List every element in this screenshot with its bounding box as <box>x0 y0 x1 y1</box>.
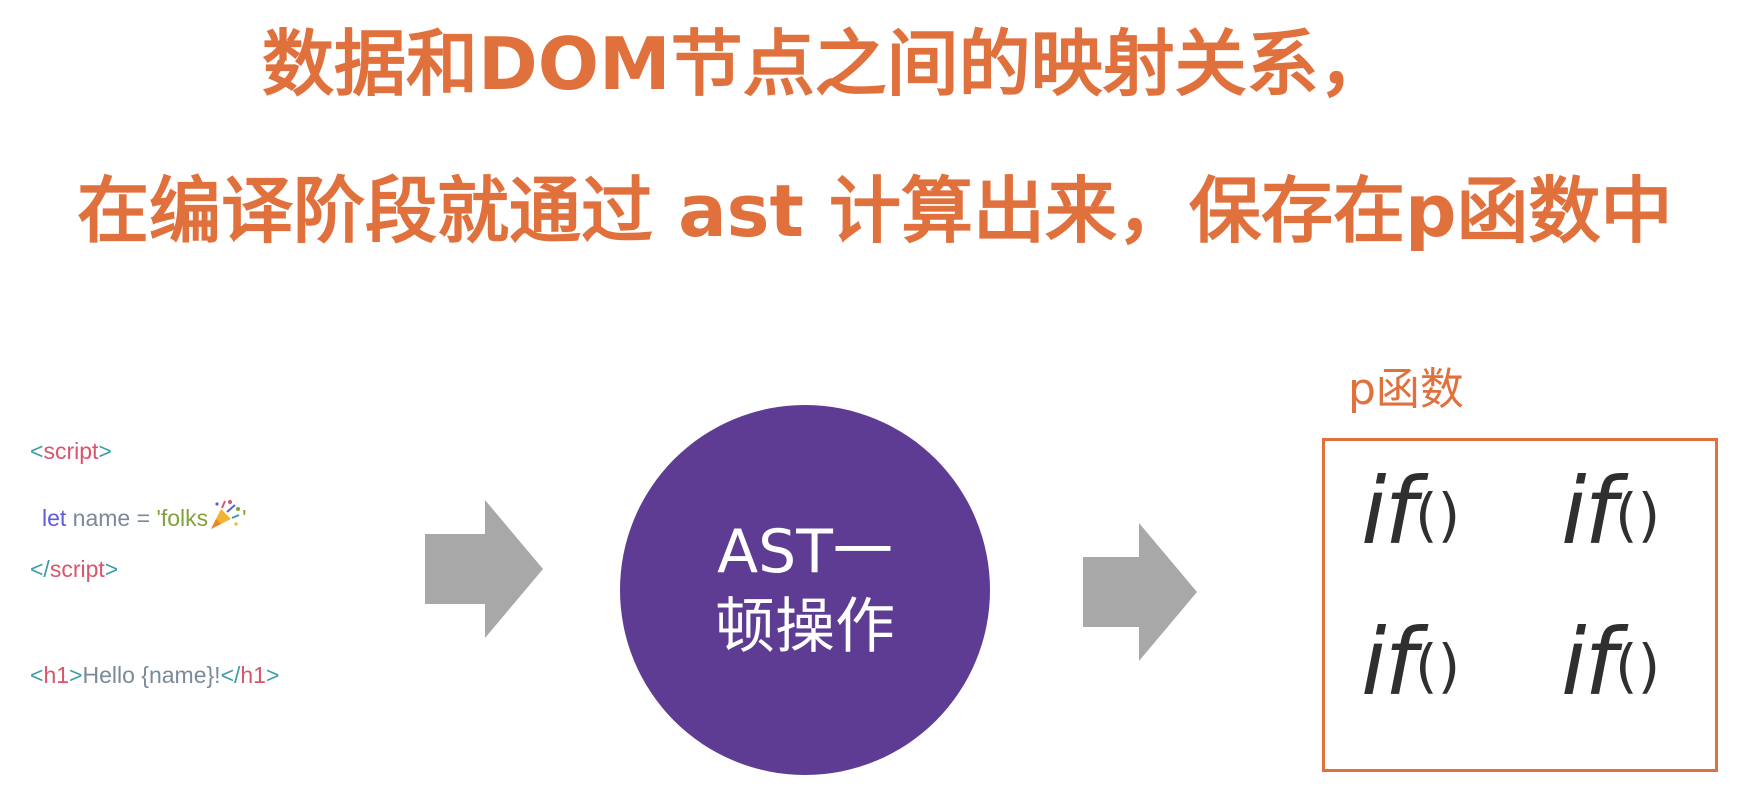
ast-circle-label: AST一 顿操作 <box>620 405 990 775</box>
if-keyword: if <box>1561 458 1617 565</box>
title-line-1: 数据和DOM节点之间的映射关系， <box>262 22 1391 106</box>
p-function-box: if() if() if() if() <box>1322 438 1718 772</box>
code-bracket: </ <box>30 556 50 582</box>
code-bracket: > <box>98 438 112 464</box>
if-statement: if() <box>1561 466 1660 558</box>
code-bracket: > <box>265 662 280 688</box>
code-identifier: name <box>66 505 137 531</box>
if-parens: () <box>1614 481 1661 549</box>
right-arrow-icon <box>425 500 543 638</box>
code-tag-name: h1 <box>43 662 70 688</box>
code-tag-name: h1 <box>240 662 266 688</box>
code-tag-name: script <box>49 556 105 582</box>
if-parens: () <box>1414 632 1461 700</box>
if-parens: () <box>1614 632 1661 700</box>
if-parens: () <box>1414 481 1461 549</box>
ast-label-line-2: 顿操作 <box>715 592 895 662</box>
code-line-script-open: <script> <box>30 438 112 465</box>
code-tag-name: script <box>43 438 99 464</box>
if-keyword: if <box>1361 458 1417 565</box>
if-keyword: if <box>1561 609 1617 716</box>
right-arrow-icon <box>1083 523 1197 661</box>
code-bracket: < <box>30 662 44 688</box>
code-line-let: let name = 'folks ' <box>42 498 247 532</box>
code-line-script-close: </script> <box>30 556 118 583</box>
ast-label-line-1: AST一 <box>717 517 893 587</box>
if-keyword: if <box>1361 609 1417 716</box>
code-keyword: let <box>42 505 67 531</box>
code-bracket: < <box>30 438 44 464</box>
code-bracket: </ <box>220 662 241 688</box>
title-line-2: 在编译阶段就通过 ast 计算出来，保存在p函数中 <box>77 169 1673 253</box>
code-operator: = <box>136 505 151 531</box>
ast-circle <box>620 405 990 775</box>
code-string: 'folks <box>150 505 209 531</box>
if-statement: if() <box>1561 617 1660 709</box>
code-line-h1: <h1>Hello {name}!</h1> <box>30 662 279 689</box>
code-text: Hello {name}! <box>82 662 221 688</box>
if-statement: if() <box>1361 466 1460 558</box>
p-function-label: p函数 <box>1348 364 1464 415</box>
party-popper-icon <box>208 498 242 532</box>
code-string-close: ' <box>242 505 247 531</box>
if-statement: if() <box>1361 617 1460 709</box>
code-bracket: > <box>69 662 83 688</box>
code-bracket: > <box>104 556 119 582</box>
